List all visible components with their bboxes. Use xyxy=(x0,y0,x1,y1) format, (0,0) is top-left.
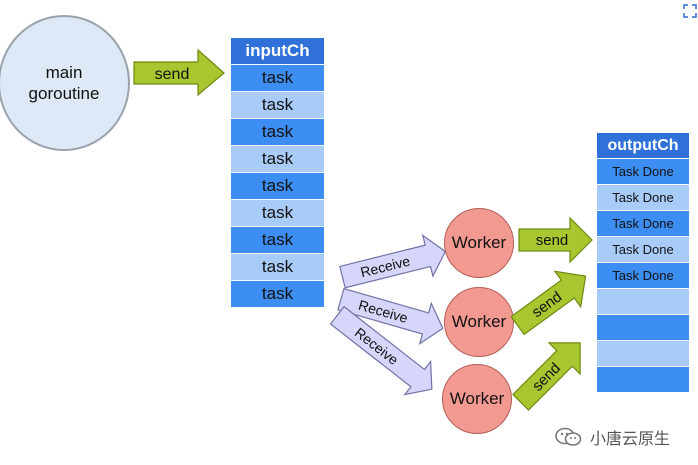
worker-send-arrow: send xyxy=(518,216,593,264)
worker-node: Worker xyxy=(444,287,514,357)
main-goroutine-label: main goroutine xyxy=(28,63,100,103)
watermark: 小唐云原生 xyxy=(554,425,670,449)
output-channel-slot xyxy=(597,289,689,315)
output-channel-slot: Task Done xyxy=(597,237,689,263)
worker-node: Worker xyxy=(442,364,512,434)
input-channel-slot: task xyxy=(231,254,324,281)
input-channel-slot: task xyxy=(231,65,324,92)
input-channel: inputCh task task task task task task ta… xyxy=(231,38,324,308)
worker-send-arrow: send xyxy=(512,342,581,411)
input-channel-slot: task xyxy=(231,281,324,308)
output-channel-slot xyxy=(597,367,689,393)
output-channel-title: outputCh xyxy=(597,133,689,159)
output-channel-slot xyxy=(597,315,689,341)
input-channel-slot: task xyxy=(231,92,324,119)
worker-send-arrow: send xyxy=(510,270,587,336)
output-channel-slot: Task Done xyxy=(597,211,689,237)
input-channel-slot: task xyxy=(231,227,324,254)
output-channel-slot xyxy=(597,341,689,367)
watermark-text: 小唐云原生 xyxy=(590,431,671,448)
output-channel-slot: Task Done xyxy=(597,185,689,211)
input-channel-slot: task xyxy=(231,200,324,227)
worker-send-label: send xyxy=(536,232,569,249)
main-send-arrow: send xyxy=(133,48,225,97)
receive-arrow: Receive xyxy=(339,234,447,289)
output-channel: outputCh Task Done Task Done Task Done T… xyxy=(597,133,689,393)
receive-arrow: Receive xyxy=(337,287,444,346)
input-channel-slot: task xyxy=(231,119,324,146)
input-channel-title: inputCh xyxy=(231,38,324,65)
scan-icon[interactable] xyxy=(683,4,697,18)
output-channel-slot: Task Done xyxy=(597,263,689,289)
input-channel-slot: task xyxy=(231,146,324,173)
main-send-label: send xyxy=(155,66,190,83)
wechat-icon xyxy=(554,426,584,448)
input-channel-slot: task xyxy=(231,173,324,200)
main-goroutine-node: main goroutine xyxy=(0,15,130,151)
worker-node: Worker xyxy=(444,208,514,278)
output-channel-slot: Task Done xyxy=(597,159,689,185)
